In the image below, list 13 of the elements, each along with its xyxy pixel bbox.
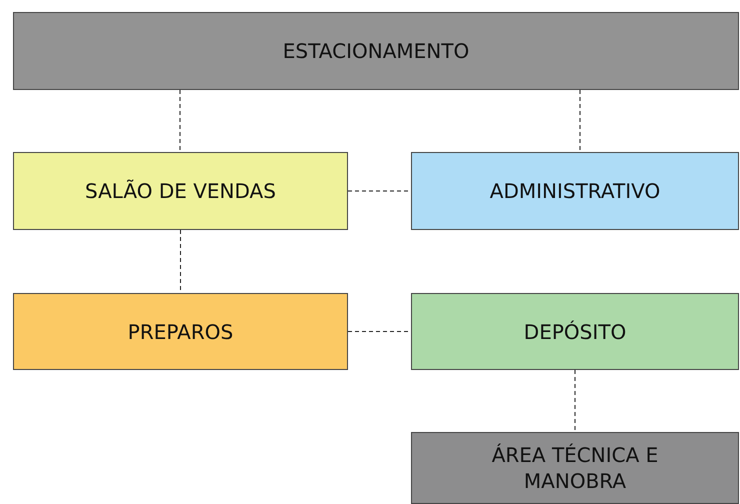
room-box (411, 432, 739, 504)
room-label: ÁREA TÉCNICA E MANOBRA (490, 442, 660, 494)
room-box (13, 152, 348, 230)
connector-line (574, 370, 576, 432)
room-label: DEPÓSITO (524, 318, 626, 344)
room-label: ADMINISTRATIVO (490, 178, 660, 204)
room-box (411, 152, 739, 230)
room-box (411, 293, 739, 370)
room-box (13, 293, 348, 370)
room-label: PREPAROS (128, 318, 234, 344)
room-box (13, 12, 739, 90)
room-label: ESTACIONAMENTO (282, 38, 470, 64)
room-label: SALÃO DE VENDAS (85, 178, 276, 204)
